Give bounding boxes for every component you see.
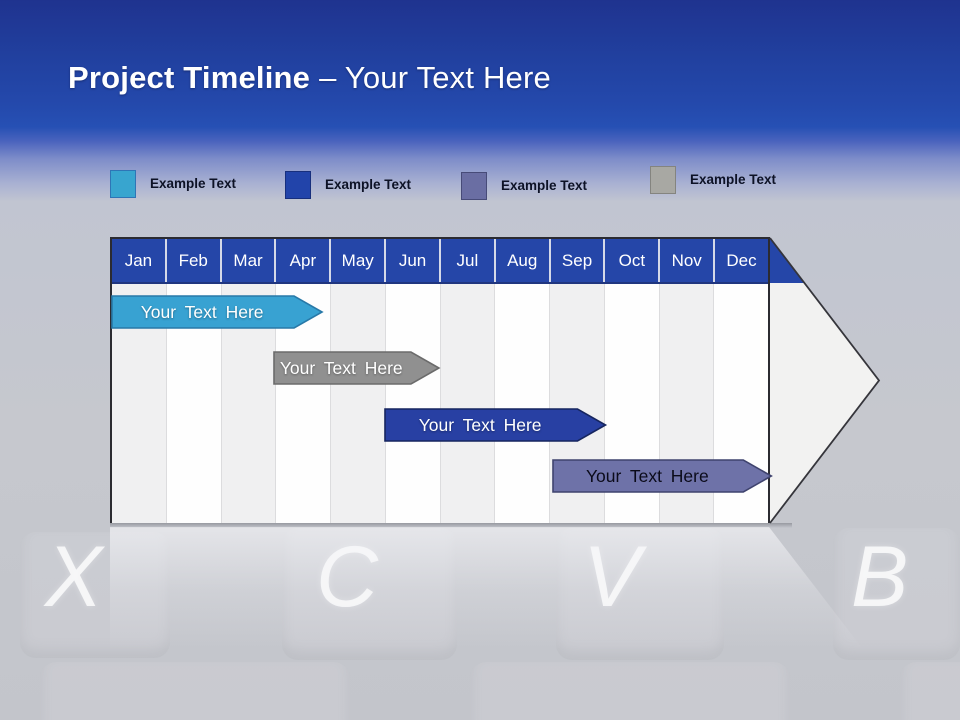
- arrowhead-outline: [769, 237, 881, 524]
- legend-label: Example Text: [150, 176, 237, 191]
- legend-swatch: [650, 166, 676, 194]
- legend-swatch: [461, 172, 487, 200]
- month-cell: Jun: [386, 239, 441, 282]
- month-cell: Oct: [605, 239, 661, 282]
- title-placeholder-text: – Your Text Here: [319, 60, 551, 95]
- legend-label: Example Text: [325, 177, 412, 192]
- timeline-bar[interactable]: Your Text Here: [272, 351, 441, 385]
- month-column: [331, 284, 386, 523]
- month-cell: Mar: [222, 239, 277, 282]
- legend-swatch: [285, 171, 311, 199]
- keyboard-letter: B: [851, 529, 909, 625]
- legend-item[interactable]: Example Text: [461, 172, 587, 200]
- timeline-reflection: [110, 527, 879, 667]
- keyboard-letter: X: [45, 529, 103, 625]
- month-cell: Aug: [496, 239, 551, 282]
- month-cell: Nov: [660, 239, 716, 282]
- timeline-arrowhead: [769, 237, 881, 524]
- month-cell: May: [331, 239, 387, 282]
- page-title[interactable]: Project Timeline– Your Text Here: [68, 60, 551, 96]
- month-cell: Dec: [726, 250, 757, 270]
- timeline-bar[interactable]: Your Text Here: [111, 295, 324, 329]
- legend-item[interactable]: Example Text: [285, 171, 411, 199]
- bar-arrow-shape: [384, 408, 608, 442]
- timeline-bar-label: Your Text Here: [585, 465, 709, 486]
- timeline-bar[interactable]: Your Text Here: [552, 459, 774, 493]
- keyboard-key-shape: [470, 662, 790, 720]
- month-cell: Jan: [112, 239, 167, 282]
- timeline-bar-label: Your Text Here: [279, 357, 403, 378]
- month-cell: Sep: [551, 239, 606, 282]
- month-column: [385, 284, 441, 523]
- timeline-bar-label: Your Text Here: [418, 414, 542, 435]
- timeline-bar[interactable]: Your Text Here: [384, 408, 608, 442]
- timeline-shadow: [110, 523, 792, 528]
- month-cell: Apr: [276, 239, 332, 282]
- month-cell: Feb: [167, 239, 222, 282]
- month-column: [440, 284, 496, 523]
- legend-item[interactable]: Example Text: [650, 166, 776, 194]
- keyboard-key-shape: [40, 662, 350, 720]
- bar-arrow-shape: [111, 295, 324, 329]
- keyboard-key-shape: [900, 662, 960, 720]
- bar-arrow-shape: [272, 351, 441, 385]
- legend-swatch: [110, 170, 136, 198]
- legend-label: Example Text: [501, 178, 588, 193]
- legend-label: Example Text: [690, 172, 777, 187]
- title-main-text: Project Timeline: [68, 60, 311, 95]
- bar-arrow-shape: [552, 459, 774, 493]
- timeline-bar-label: Your Text Here: [140, 301, 264, 322]
- legend-item[interactable]: Example Text: [110, 170, 236, 198]
- month-column: [495, 284, 550, 523]
- month-cell: Jul: [441, 239, 496, 282]
